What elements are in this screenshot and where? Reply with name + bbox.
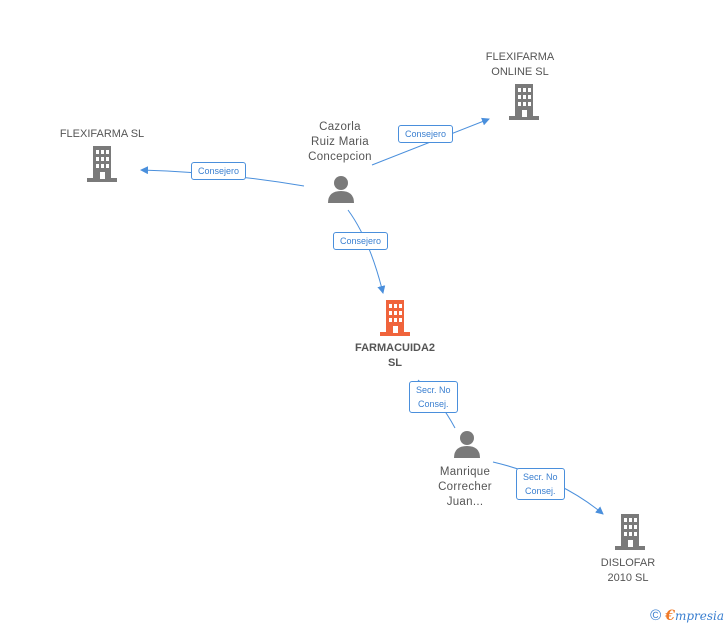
edge-label-cazorla-farmacuida2: Consejero <box>333 232 389 250</box>
footer-brand: © €mpresia <box>650 607 724 624</box>
edge-cazorla-farmacuida2 <box>347 209 386 294</box>
copyright-icon: © <box>650 607 662 624</box>
node-label-flexifarma-online[interactable]: FLEXIFARMA ONLINE SL <box>485 51 555 78</box>
node-label-manrique[interactable]: Manrique Correcher Juan... <box>438 466 492 508</box>
brand-logo[interactable]: €mpresia <box>665 607 724 624</box>
node-label-farmacuida2[interactable]: FARMACUIDA2 SL <box>354 342 436 369</box>
node-label-dislofar[interactable]: DISLOFAR 2010 SL <box>600 557 656 584</box>
edge-label-cazorla-online: Consejero <box>398 125 454 143</box>
building-icon[interactable] <box>614 514 646 550</box>
building-icon[interactable] <box>86 146 118 182</box>
edge-label-cazorla-flexifarma: Consejero <box>191 162 247 180</box>
person-icon[interactable] <box>326 174 356 204</box>
node-label-cazorla[interactable]: Cazorla Ruiz Maria Concepcion <box>308 121 372 163</box>
edge-label-manrique-farmacuida2: Secr. No Consej. <box>409 381 458 413</box>
person-icon[interactable] <box>452 429 482 459</box>
building-icon[interactable] <box>379 300 411 336</box>
building-icon[interactable] <box>508 84 540 120</box>
node-label-flexifarma[interactable]: FLEXIFARMA SL <box>59 128 145 140</box>
edge-label-manrique-dislofar: Secr. No Consej. <box>516 468 565 500</box>
